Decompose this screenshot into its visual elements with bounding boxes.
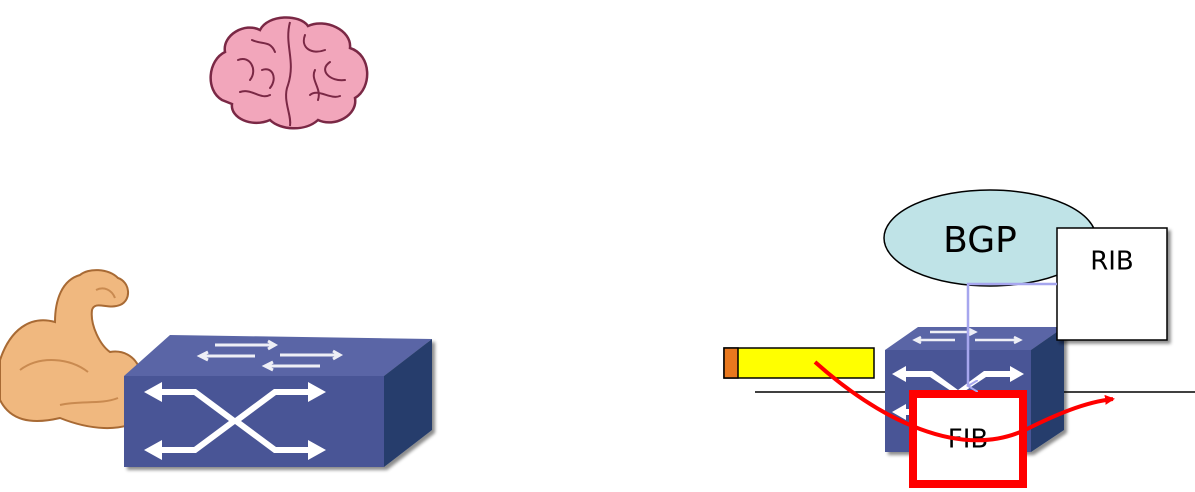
- packet-body: [723, 347, 875, 379]
- bgp-label: BGP: [943, 220, 1017, 261]
- switch-arrows-icon: [144, 382, 326, 460]
- rib-table: RIB: [1056, 227, 1168, 341]
- brain-icon: [209, 16, 370, 133]
- rib-to-fib-connector: [968, 282, 1057, 386]
- network-switch-left: [124, 335, 432, 467]
- forwarding-path-arrow: [813, 360, 1115, 443]
- packet: [723, 347, 875, 379]
- rib-label: RIB: [1090, 247, 1134, 277]
- flexed-arm-icon: [0, 269, 141, 429]
- packet-header: [723, 347, 739, 379]
- bgp-process: BGP: [883, 189, 1097, 287]
